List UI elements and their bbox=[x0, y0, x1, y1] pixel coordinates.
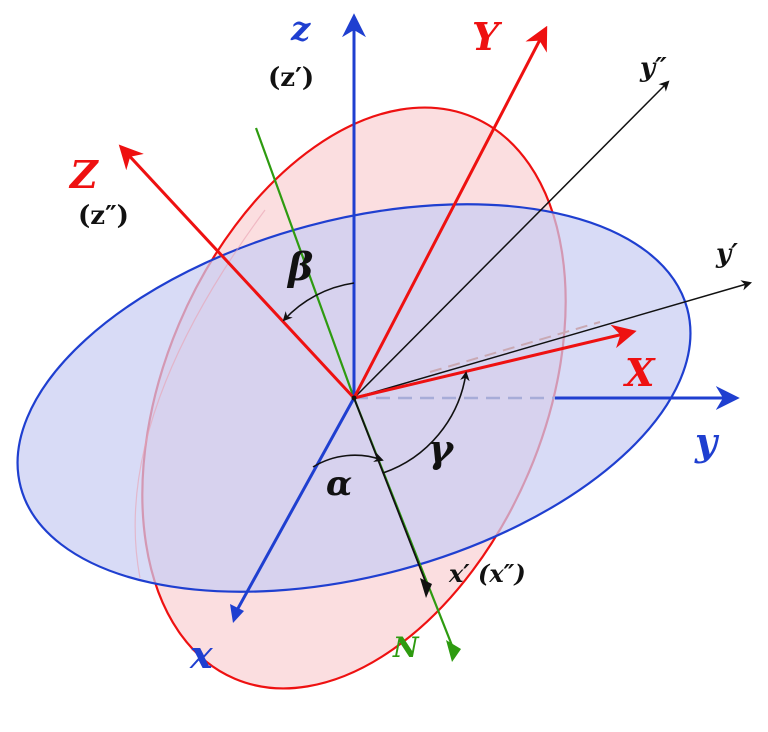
label-x-prime: x′ (x″) bbox=[448, 559, 526, 588]
n-arrowhead bbox=[446, 640, 461, 662]
label-z-double-prime: (z″) bbox=[78, 201, 129, 231]
big-y-axis bbox=[352, 25, 548, 399]
label-big-x: X bbox=[623, 350, 656, 395]
label-y-double-prime: y″ bbox=[639, 53, 667, 83]
x-axis bbox=[234, 397, 356, 613]
hidden-red-arc bbox=[134, 209, 266, 579]
big-x-axis-hidden bbox=[429, 321, 601, 373]
origin-point bbox=[351, 395, 357, 401]
big-x-axis bbox=[353, 324, 637, 400]
alpha-arc bbox=[312, 452, 384, 468]
label-n: N bbox=[392, 631, 420, 664]
label-y-prime: y′ bbox=[715, 239, 738, 269]
label-x: x bbox=[189, 632, 214, 677]
x-prime-axis bbox=[353, 397, 427, 584]
label-alpha: α bbox=[326, 464, 352, 504]
x-arrowhead bbox=[230, 604, 244, 623]
big-z-axis bbox=[118, 144, 356, 400]
label-beta: β bbox=[286, 244, 313, 289]
label-gamma: γ bbox=[428, 426, 455, 471]
x-prime-arrowhead bbox=[420, 578, 432, 598]
gamma-arc bbox=[382, 371, 470, 474]
label-z-prime: (z′) bbox=[268, 63, 314, 93]
label-y: y bbox=[694, 419, 720, 464]
beta-arc bbox=[282, 282, 355, 322]
y-prime-axis bbox=[353, 280, 753, 399]
line-of-nodes-upper bbox=[254, 127, 356, 399]
label-z: z bbox=[290, 9, 311, 49]
label-big-y: Y bbox=[472, 14, 503, 59]
label-big-z: Z bbox=[68, 152, 99, 197]
y-double-prime-axis bbox=[353, 80, 670, 399]
